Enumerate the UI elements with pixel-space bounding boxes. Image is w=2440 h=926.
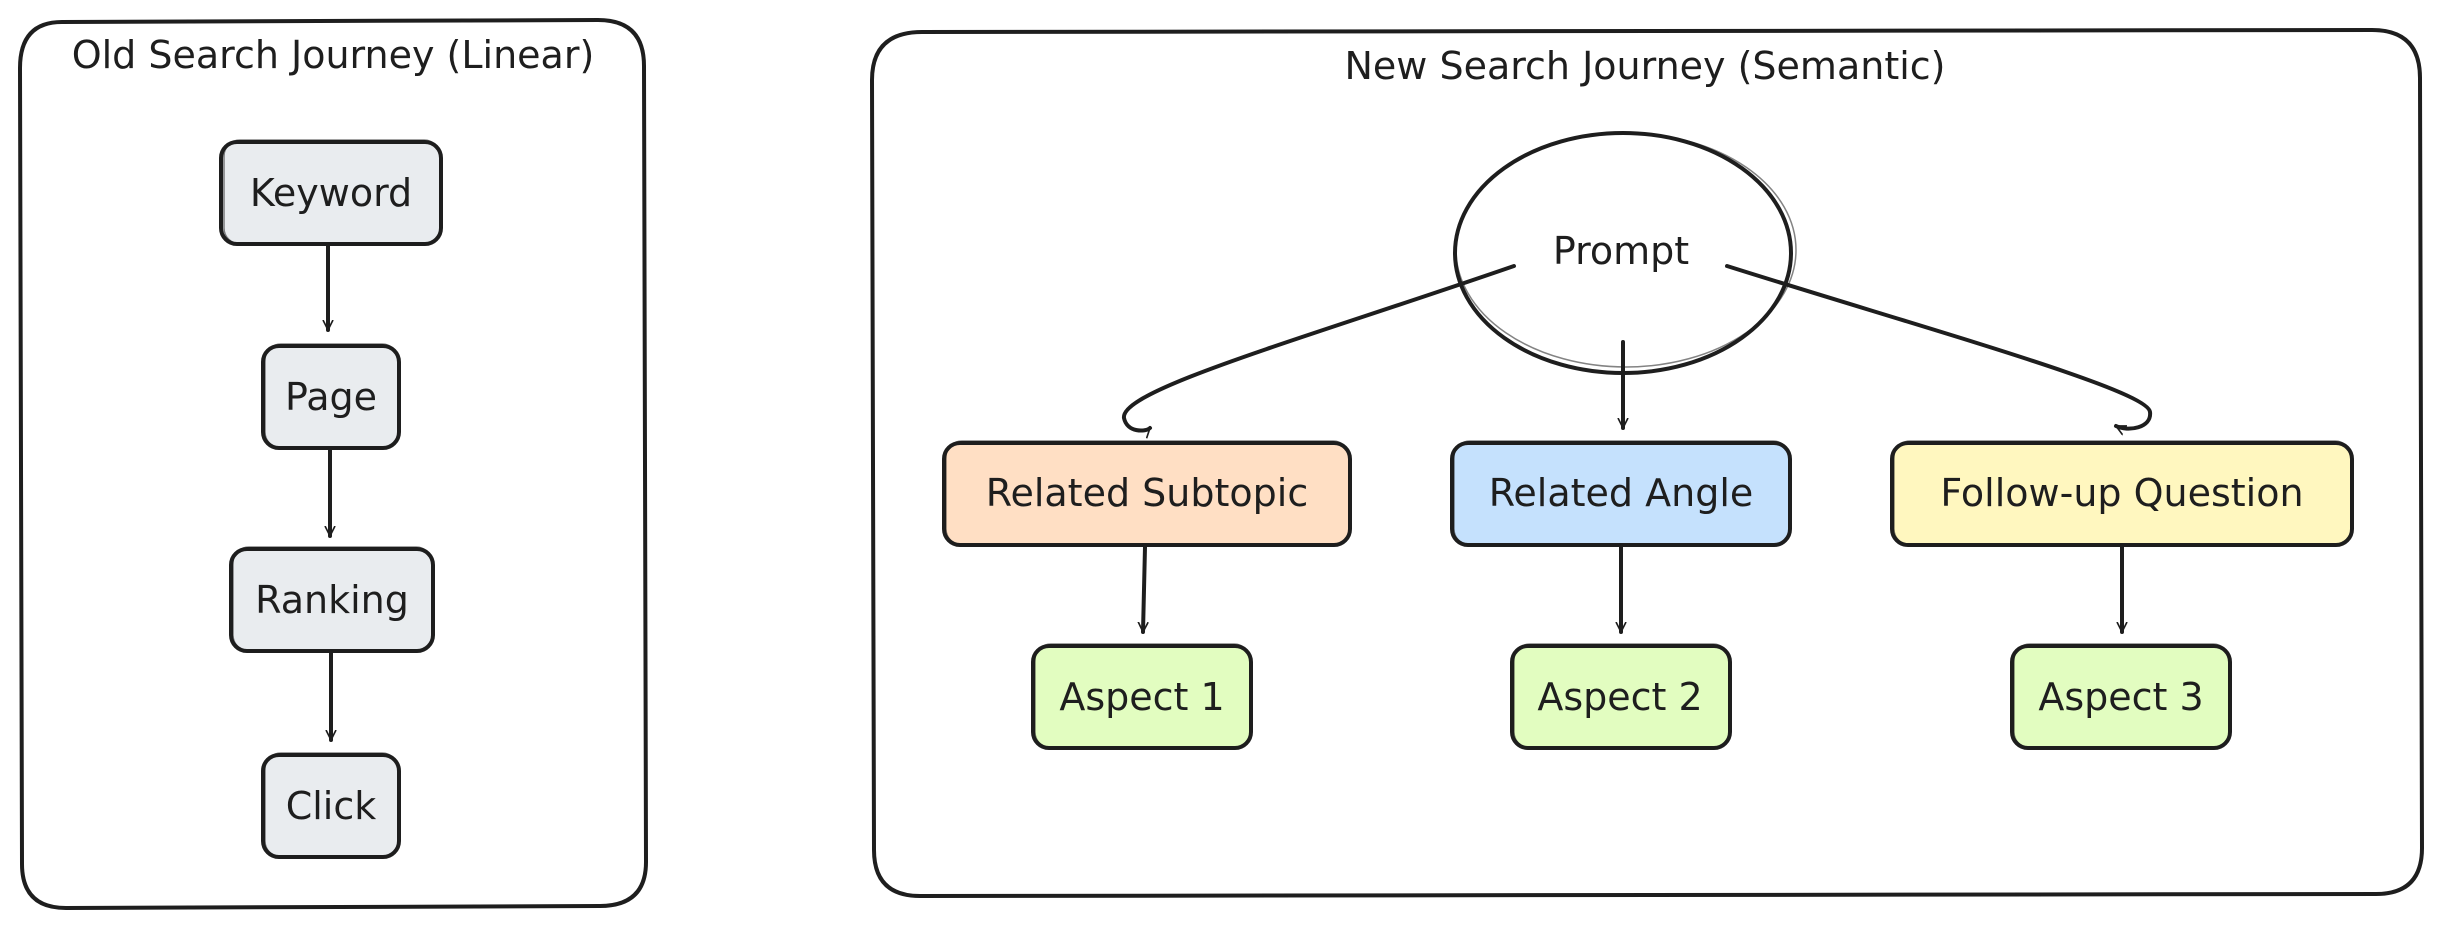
new-journey-panel: New Search Journey (Semantic) Prompt Rel… (870, 28, 2424, 898)
node-aspect-3-label: Aspect 3 (2038, 675, 2203, 719)
old-journey-title: Old Search Journey (Linear) (72, 33, 595, 77)
node-related-angle-label: Related Angle (1489, 471, 1754, 515)
node-prompt: Prompt (1453, 131, 1797, 375)
node-keyword: Keyword (219, 139, 443, 246)
node-page: Page (261, 343, 401, 450)
node-related-subtopic-label: Related Subtopic (986, 471, 1308, 515)
old-journey-panel: Old Search Journey (Linear) Keyword Page… (18, 18, 648, 910)
node-followup-question-label: Follow-up Question (1940, 471, 2303, 515)
edge-prompt-to-followup-question (1725, 264, 2153, 429)
node-aspect-2-label: Aspect 2 (1537, 675, 1702, 719)
node-prompt-label: Prompt (1553, 229, 1689, 273)
node-aspect-1: Aspect 1 (1031, 643, 1253, 750)
new-journey-frame (870, 28, 2424, 898)
node-ranking-label: Ranking (255, 578, 409, 622)
node-aspect-2: Aspect 2 (1510, 643, 1732, 750)
old-journey-frame (18, 18, 648, 910)
node-ranking: Ranking (229, 546, 435, 653)
edge-related-subtopic-to-aspect-1 (1143, 545, 1145, 634)
node-click-label: Click (286, 784, 377, 828)
edge-prompt-to-related-subtopic (1122, 264, 1516, 431)
new-journey-title: New Search Journey (Semantic) (1344, 44, 1945, 88)
node-related-subtopic: Related Subtopic (942, 440, 1352, 547)
node-related-angle: Related Angle (1450, 440, 1792, 547)
node-keyword-label: Keyword (250, 171, 412, 215)
node-followup-question: Follow-up Question (1890, 440, 2354, 547)
node-page-label: Page (285, 375, 377, 419)
node-aspect-3: Aspect 3 (2010, 643, 2232, 750)
node-aspect-1-label: Aspect 1 (1059, 675, 1224, 719)
node-click: Click (261, 752, 401, 859)
